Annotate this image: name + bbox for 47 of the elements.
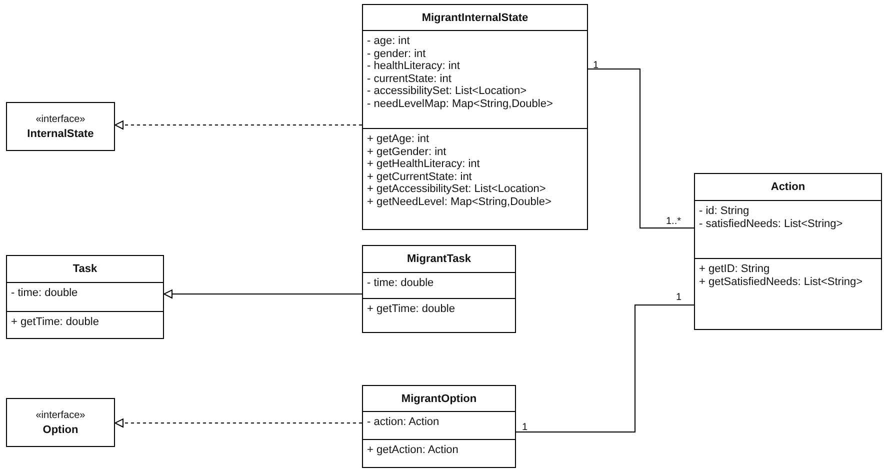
multiplicity-label: 1 [522,421,528,435]
member-text: + getHealthLiteracy: int [367,158,481,170]
member-text: + getGender: int [367,146,448,158]
member-text: + getAccessibilitySet: List<Location> [367,183,547,196]
class-box [362,385,516,468]
association-line [516,304,694,432]
member-text: + getTime: double [367,303,456,316]
realization-arrow [114,120,362,130]
interface-box [6,102,115,151]
member-text: - time: double [367,277,435,290]
class-name: MigrantOption [400,392,478,407]
class-name: MigrantInternalState [420,11,530,26]
multiplicity-label: 1 [593,59,599,73]
interface-box [6,398,115,447]
class-box [6,255,164,339]
stereotype-text: «interface» [36,112,86,126]
member-text: - accessibilitySet: List<Location> [367,85,528,98]
member-text: + getID: String [699,263,771,276]
member-text: - action: Action [367,416,440,428]
member-text: + getNeedLevel: Map<String,Double> [367,196,552,208]
class-name: InternalState [27,126,94,140]
multiplicity-label: 1..* [666,215,682,229]
class-box [694,173,882,330]
class-name: Option [42,422,78,436]
member-text: - age: int [367,35,411,48]
member-text: - currentState: int [367,72,452,85]
member-text: - healthLiteracy: int [367,60,461,72]
realization-arrow [164,290,362,298]
member-text: + getAction: Action [367,444,460,456]
member-text: + getTime: double [11,316,100,328]
member-text: - id: String [699,205,750,218]
class-name: MigrantTask [406,252,472,267]
member-text: - needLevelMap: Map<String,Double> [367,98,554,110]
member-text: - gender: int [367,48,427,60]
member-text: + getSatisfiedNeeds: List<String> [699,276,864,288]
realization-arrow [114,418,362,428]
member-text: + getCurrentState: int [367,170,473,183]
association-line [588,68,694,228]
member-text: - time: double [11,287,79,300]
stereotype-text: «interface» [36,408,86,422]
class-name: Task [72,262,98,277]
member-text: - satisfiedNeeds: List<String> [699,218,844,230]
class-box [362,4,588,230]
class-box [362,245,516,333]
multiplicity-label: 1 [676,291,682,305]
class-name: Action [770,180,806,195]
member-text: + getAge: int [367,133,430,146]
